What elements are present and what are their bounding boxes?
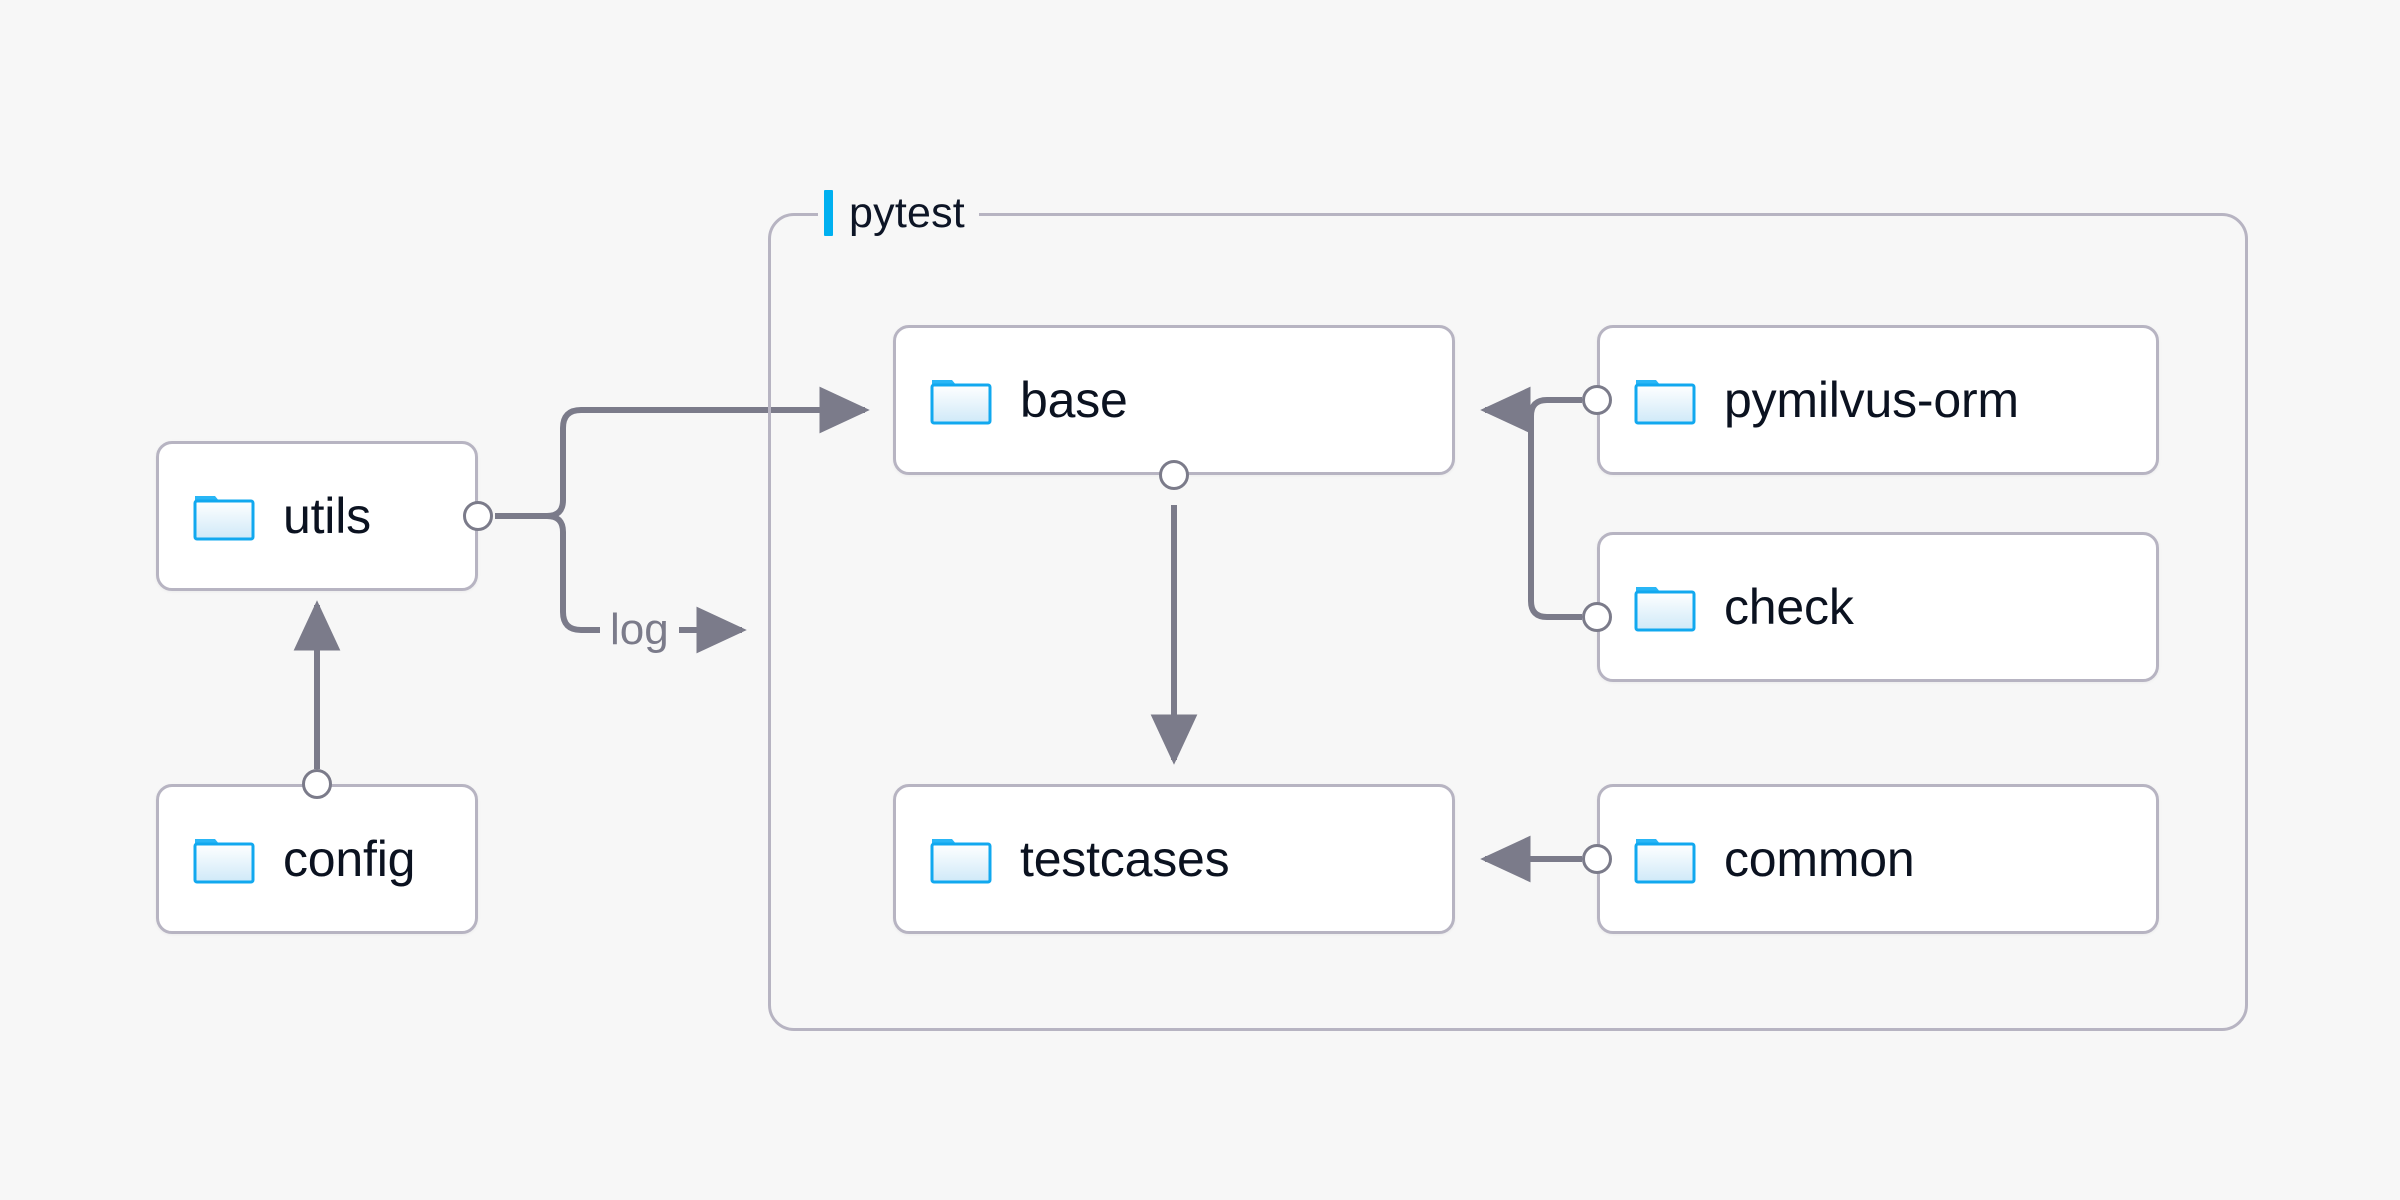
port-common-left[interactable] [1582,844,1612,874]
group-accent-bar [824,190,833,236]
node-label: testcases [1020,831,1230,887]
folder-icon [1634,839,1696,884]
folder-icon [930,380,992,425]
node-utils[interactable]: utils [156,441,478,591]
node-label: pymilvus-orm [1724,372,2019,428]
folder-icon [930,839,992,884]
port-utils-right[interactable] [463,501,493,531]
folder-icon [193,496,255,541]
edge-label-log: log [600,608,679,652]
folder-icon [1634,380,1696,425]
node-label: base [1020,372,1128,428]
folder-icon [193,839,255,884]
group-pytest[interactable] [768,213,2248,1031]
node-testcases[interactable]: testcases [893,784,1455,934]
group-pytest-label: pytest [818,185,979,241]
node-base[interactable]: base [893,325,1455,475]
node-check[interactable]: check [1597,532,2159,682]
port-pymilvus-orm-left[interactable] [1582,385,1612,415]
folder-icon [1634,587,1696,632]
node-label: common [1724,831,1915,887]
group-label-text: pytest [849,188,965,237]
port-check-left[interactable] [1582,602,1612,632]
node-label: utils [283,488,371,544]
node-label: config [283,831,416,887]
node-common[interactable]: common [1597,784,2159,934]
port-base-bottom[interactable] [1159,460,1189,490]
port-config-top[interactable] [302,769,332,799]
node-pymilvus-orm[interactable]: pymilvus-orm [1597,325,2159,475]
node-label: check [1724,579,1854,635]
node-config[interactable]: config [156,784,478,934]
